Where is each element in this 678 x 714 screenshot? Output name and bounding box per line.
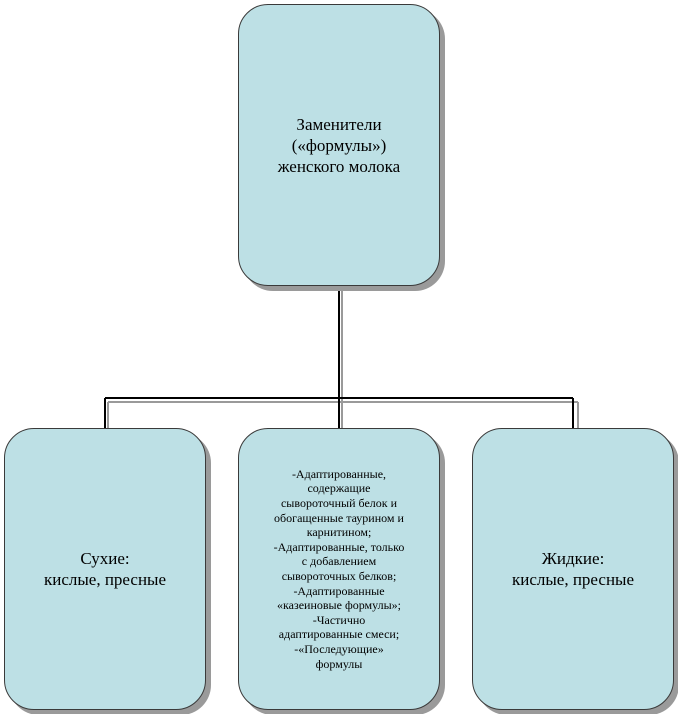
adapted-line: формулы [315, 656, 363, 671]
adapted-line: адаптированные смеси; [278, 627, 400, 642]
adapted-line: -Адаптированные, [291, 466, 387, 481]
root-line: Заменители [296, 114, 382, 134]
adapted-line: карнитином; [306, 525, 372, 540]
child-node-dry-text: Сухие: кислые, пресные [44, 548, 166, 590]
liquid-line: Жидкие: [541, 549, 605, 568]
adapted-line: «казеиновые формулы»; [277, 598, 401, 613]
root-line: («формулы») [291, 135, 387, 155]
child-node-liquid-text: Жидкие: кислые, пресные [512, 548, 634, 590]
child-node-adapted-text: -Адаптированные, содержащие сывороточный… [274, 467, 405, 671]
root-line: женского молока [277, 156, 401, 176]
child-node-dry: Сухие: кислые, пресные [4, 428, 206, 710]
adapted-line: сывороточный белок и [280, 496, 398, 511]
dry-line: Сухие: [80, 549, 130, 568]
adapted-line: -«Последующие» [294, 641, 384, 656]
adapted-line: -Адаптированные, только [273, 539, 405, 554]
root-node-text: Заменители («формулы») женского молока [278, 114, 400, 177]
child-node-liquid: Жидкие: кислые, пресные [472, 428, 674, 710]
adapted-line: содержащие [307, 481, 371, 496]
liquid-line: кислые, пресные [511, 570, 635, 589]
adapted-line: сывороточных белков; [281, 569, 397, 583]
adapted-line: -Частично [312, 612, 366, 627]
adapted-line: с добавлением [301, 554, 377, 569]
adapted-line: обогащенные таурином и [274, 510, 404, 525]
dry-line: кислые, пресные [43, 570, 167, 589]
child-node-adapted: -Адаптированные, содержащие сывороточный… [238, 428, 440, 710]
adapted-line: -Адаптированные [293, 583, 385, 598]
root-node: Заменители («формулы») женского молока [238, 4, 440, 286]
